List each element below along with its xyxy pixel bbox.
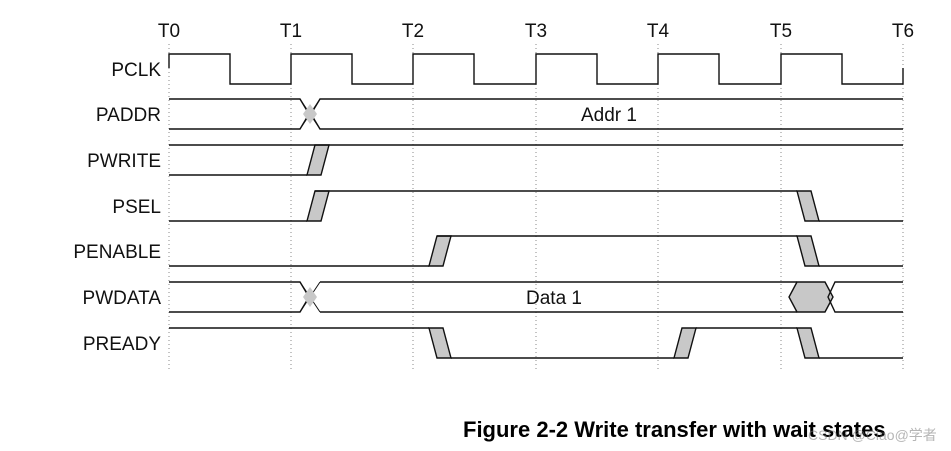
signal-label-paddr: PADDR <box>96 105 161 126</box>
signal-labels: PCLK PADDR PWRITE PSEL PENABLE PWDATA PR… <box>73 60 161 355</box>
paddr-waveform <box>169 98 903 130</box>
time-marker-t1: T1 <box>280 21 302 42</box>
signal-label-psel: PSEL <box>112 197 161 218</box>
time-marker-t6: T6 <box>892 21 914 42</box>
penable-waveform <box>169 235 903 267</box>
signal-label-penable: PENABLE <box>73 242 161 263</box>
time-marker-t2: T2 <box>402 21 424 42</box>
watermark: CSDN @Ciao@学者 <box>808 427 937 443</box>
signal-label-pwdata: PWDATA <box>83 288 162 309</box>
pwdata-value: Data 1 <box>526 288 582 309</box>
figure-caption: Figure 2-2 Write transfer with wait stat… <box>463 417 886 442</box>
time-marker-t0: T0 <box>158 21 180 42</box>
signal-label-pclk: PCLK <box>111 60 161 81</box>
pwrite-waveform <box>169 144 903 176</box>
psel-waveform <box>169 190 903 222</box>
paddr-value: Addr 1 <box>581 105 637 126</box>
time-marker-t5: T5 <box>770 21 792 42</box>
pclk-waveform <box>168 53 904 85</box>
time-marker-t3: T3 <box>525 21 547 42</box>
signal-label-pready: PREADY <box>83 334 161 355</box>
pwdata-waveform <box>169 281 903 313</box>
pready-waveform <box>169 327 903 359</box>
signal-label-pwrite: PWRITE <box>87 151 161 172</box>
time-marker-t4: T4 <box>647 21 670 42</box>
time-guide-lines <box>168 44 904 372</box>
time-markers: T0 T1 T2 T3 T4 T5 T6 <box>158 21 914 42</box>
